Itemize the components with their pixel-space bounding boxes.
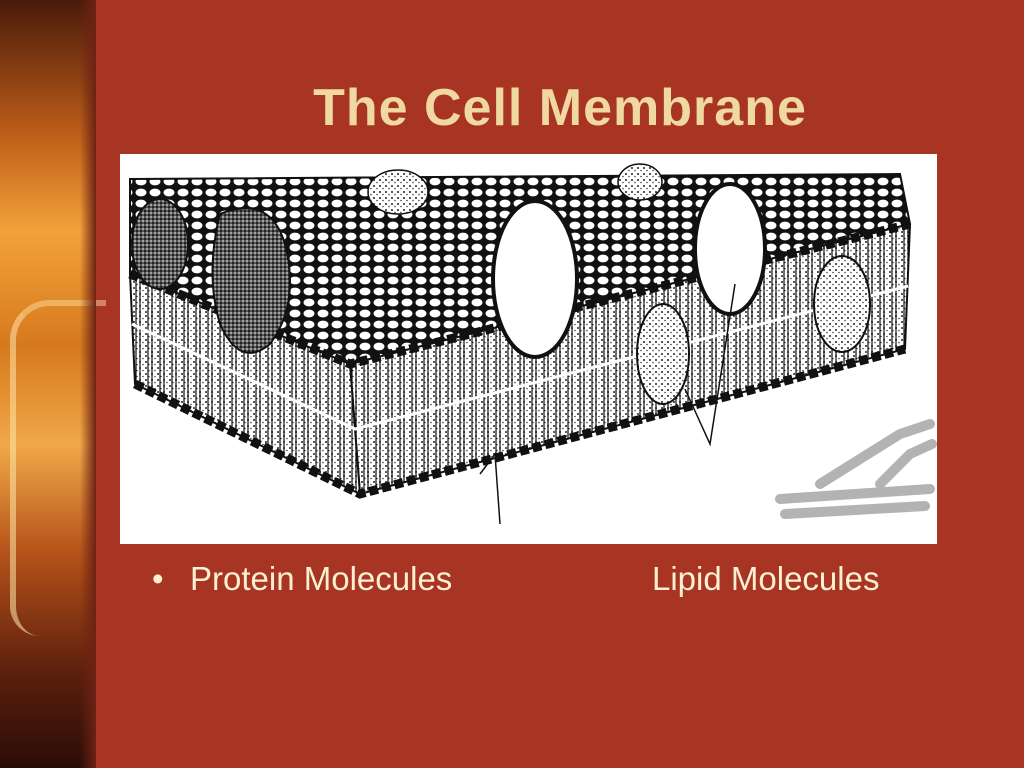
lipid-molecules-label: Lipid Molecules: [652, 560, 880, 597]
protein-far-right: [813, 255, 871, 353]
protein-small-top-right: [617, 163, 663, 201]
pointer-line-lipid: [684, 283, 736, 447]
protein-left-dark: [131, 198, 189, 290]
protein-large-right: [693, 182, 767, 316]
decorative-side-strip: [0, 0, 106, 768]
protein-mid: [636, 303, 690, 405]
protein-molecules-label: Protein Molecules: [190, 560, 453, 597]
protein-small-top: [367, 169, 429, 215]
membrane-bottom-edge: [133, 344, 907, 499]
label-row: • Protein Molecules Lipid Molecules: [152, 560, 952, 598]
bullet-marker: •: [152, 560, 164, 597]
membrane-diagram-svg: [128, 163, 937, 525]
pointer-line-protein: [479, 451, 501, 525]
label-list: • Protein Molecules Lipid Molecules: [152, 560, 952, 598]
glass-decoration: [10, 300, 106, 636]
gray-scribble-mark: [775, 419, 937, 519]
protein-large-center: [491, 199, 579, 359]
protein-left-tall: [211, 207, 291, 354]
cell-membrane-illustration: [120, 154, 937, 544]
slide-title: The Cell Membrane: [313, 79, 807, 137]
